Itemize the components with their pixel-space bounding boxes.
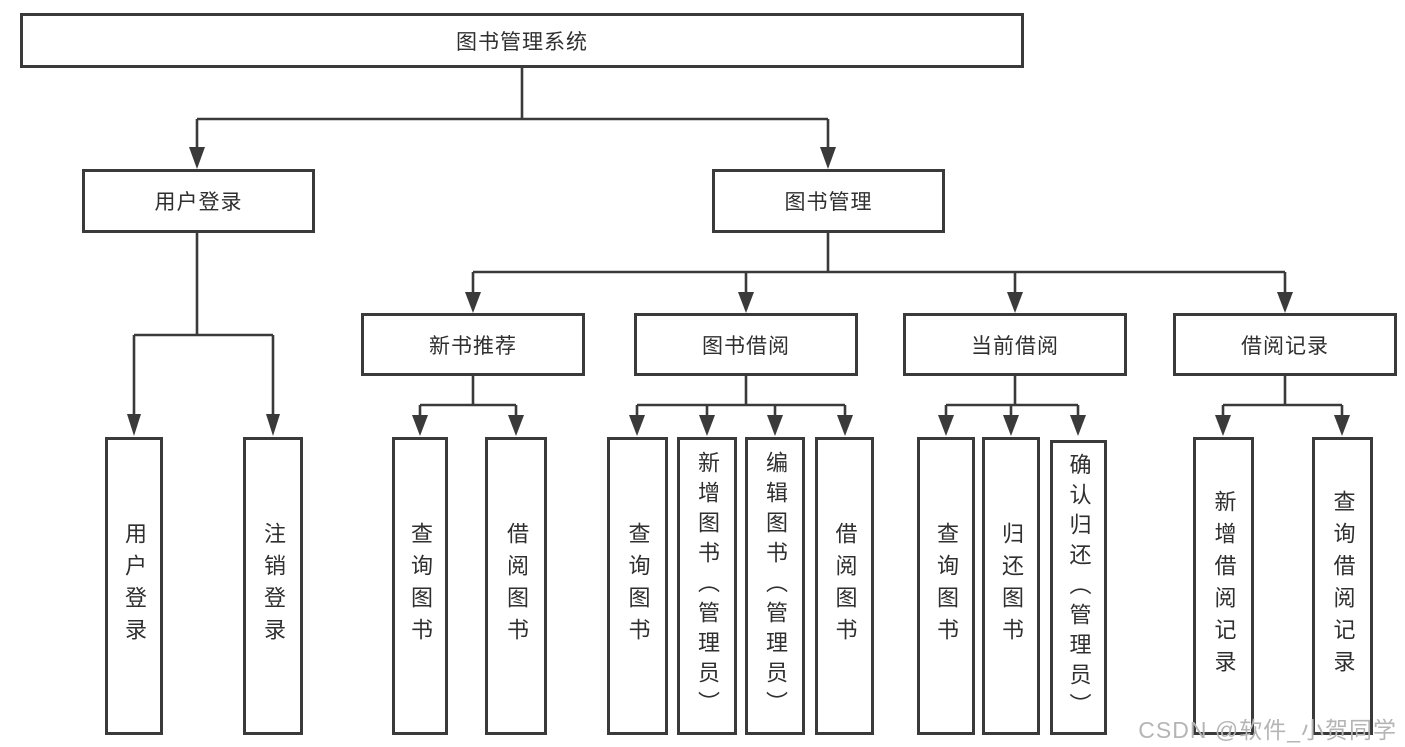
node-query-books-current-label: 查询图书 xyxy=(934,522,959,650)
node-user-login-label: 用户登录 xyxy=(154,191,243,214)
node-add-borrow-record: 新增借阅记录 xyxy=(1193,437,1254,735)
node-borrow-books: 借阅图书 xyxy=(815,437,874,735)
node-book-management: 图书管理 xyxy=(712,169,945,233)
node-library-management-system-label: 图书管理系统 xyxy=(456,30,588,54)
node-borrowing-records: 借阅记录 xyxy=(1173,313,1397,376)
node-query-books-borrowing: 查询图书 xyxy=(607,437,668,735)
node-confirm-return-admin: 确认归还（管理员） xyxy=(1050,440,1107,735)
node-query-books-recommend-label: 查询图书 xyxy=(408,522,433,650)
node-return-books: 归还图书 xyxy=(982,437,1040,735)
node-confirm-return-admin-label: 确认归还（管理员） xyxy=(1066,452,1092,723)
node-add-books-admin: 新增图书（管理员） xyxy=(677,437,737,735)
node-edit-books-admin-label: 编辑图书（管理员） xyxy=(763,451,788,721)
node-new-book-recommendation-label: 新书推荐 xyxy=(429,334,517,358)
csdn-watermark: CSDN @软件_小贺同学 xyxy=(1138,717,1397,743)
node-logout-action: 注销登录 xyxy=(243,437,303,735)
node-borrowing-records-label: 借阅记录 xyxy=(1241,334,1329,358)
node-edit-books-admin: 编辑图书（管理员） xyxy=(745,437,805,735)
node-query-books-recommend: 查询图书 xyxy=(392,437,448,735)
node-book-borrowing: 图书借阅 xyxy=(634,313,858,376)
node-new-book-recommendation: 新书推荐 xyxy=(361,313,585,376)
node-current-borrowing: 当前借阅 xyxy=(903,313,1127,376)
node-add-books-admin-label: 新增图书（管理员） xyxy=(695,451,720,721)
node-borrow-books-recommend-label: 借阅图书 xyxy=(504,522,529,650)
node-logout-action-label: 注销登录 xyxy=(261,522,286,650)
node-user-login-action: 用户登录 xyxy=(105,437,163,735)
node-borrow-books-recommend: 借阅图书 xyxy=(485,437,547,735)
node-user-login: 用户登录 xyxy=(82,169,315,233)
node-library-management-system: 图书管理系统 xyxy=(20,13,1024,68)
node-query-books-current: 查询图书 xyxy=(917,437,975,735)
node-query-borrow-record: 查询借阅记录 xyxy=(1312,437,1373,735)
node-book-borrowing-label: 图书借阅 xyxy=(702,334,790,358)
node-query-borrow-record-label: 查询借阅记录 xyxy=(1330,490,1356,682)
node-current-borrowing-label: 当前借阅 xyxy=(971,334,1059,358)
node-add-borrow-record-label: 新增借阅记录 xyxy=(1211,490,1237,682)
node-query-books-borrowing-label: 查询图书 xyxy=(625,522,651,650)
node-book-management-label: 图书管理 xyxy=(784,191,873,214)
node-borrow-books-label: 借阅图书 xyxy=(832,522,858,650)
node-user-login-action-label: 用户登录 xyxy=(122,522,147,650)
node-return-books-label: 归还图书 xyxy=(999,522,1024,650)
